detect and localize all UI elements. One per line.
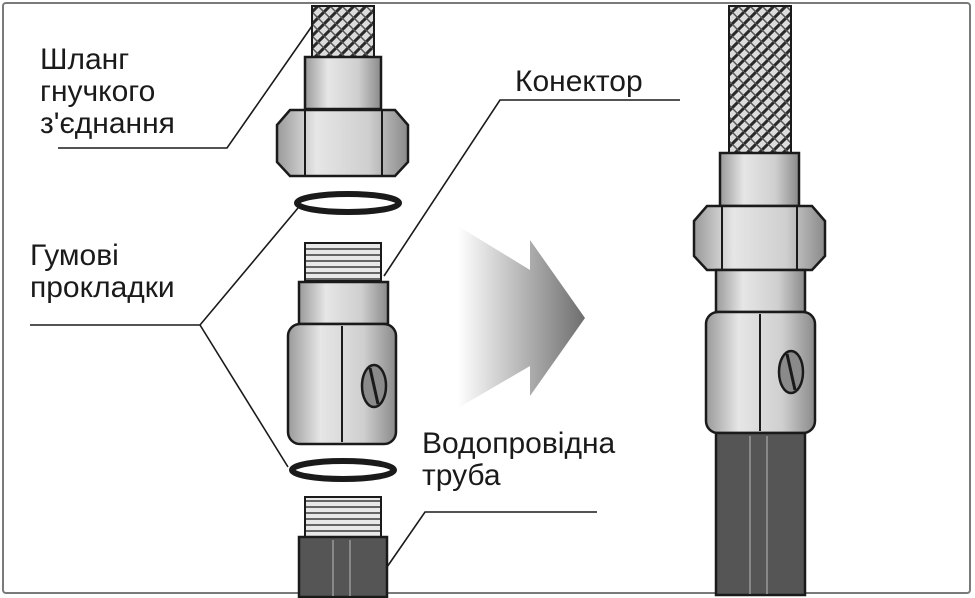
assembly-arrow-icon — [458, 226, 585, 408]
connector-right — [704, 268, 817, 435]
rubber-gasket-top — [294, 191, 402, 215]
water-pipe-left — [297, 496, 389, 598]
hose-label-line-3: з'єднання — [40, 107, 175, 140]
hose-nut-left — [275, 108, 410, 178]
pipe-label-line-2: труба — [422, 459, 501, 492]
pipe-leader-line — [386, 511, 597, 568]
hose-left — [303, 5, 383, 111]
hose-label-line-1: Шланг — [40, 43, 130, 76]
gaskets-label: Гумові прокладки — [30, 240, 175, 304]
hose-label: Шланг гнучкого з'єднання — [40, 44, 175, 140]
hose-nut-right — [692, 204, 827, 272]
connector-left — [286, 242, 398, 446]
connector-label: Конектор — [515, 65, 643, 98]
hose-label-line-2: гнучкого — [40, 75, 156, 108]
hose-leader-line — [58, 25, 313, 149]
hose-right — [718, 5, 801, 208]
gaskets-label-line-1: Гумові — [30, 239, 119, 272]
leader-lines — [30, 25, 680, 568]
pipe-label-line-1: Водопровідна — [422, 427, 616, 460]
water-pipe-right — [714, 431, 807, 597]
connector-leader-line — [383, 99, 680, 277]
rubber-gasket-bottom — [289, 458, 397, 482]
gaskets-label-line-2: прокладки — [30, 271, 175, 304]
gaskets-leader-line-2 — [199, 324, 289, 468]
pipe-label: Водопровідна труба — [422, 428, 615, 492]
